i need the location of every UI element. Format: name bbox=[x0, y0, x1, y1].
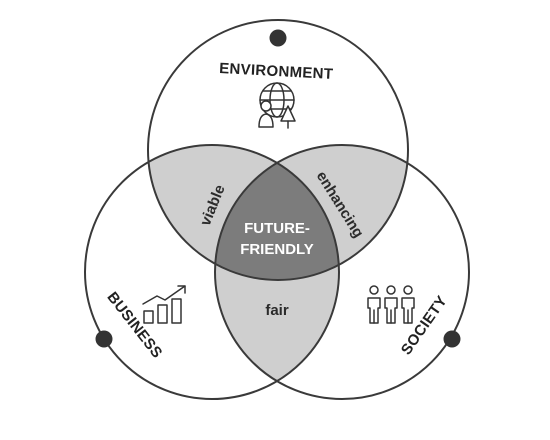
environment-marker bbox=[269, 29, 287, 47]
fair-label: fair bbox=[265, 302, 289, 319]
globe-plant-icon bbox=[258, 82, 296, 129]
center-label-line2: FRIENDLY bbox=[240, 241, 314, 258]
business-marker bbox=[95, 330, 113, 348]
society-circle bbox=[214, 144, 470, 400]
society-marker bbox=[443, 330, 461, 348]
people-group-icon bbox=[367, 285, 415, 324]
environment-label: ENVIRONMENT bbox=[219, 60, 334, 83]
business-circle bbox=[84, 144, 340, 400]
center-label-line1: FUTURE- bbox=[244, 220, 310, 237]
environment-circle bbox=[147, 19, 409, 281]
growth-chart-icon bbox=[142, 285, 186, 324]
overlap-center bbox=[215, 145, 339, 280]
